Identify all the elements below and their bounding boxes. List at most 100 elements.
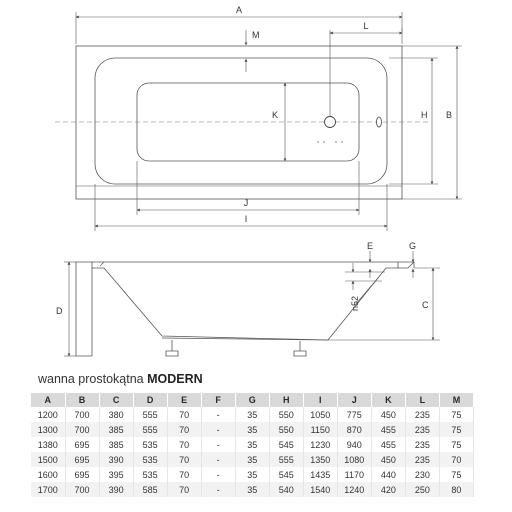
- table-cell: 70: [167, 482, 202, 497]
- table-cell: 235: [405, 407, 440, 422]
- table-cell: 585: [133, 482, 168, 497]
- table-cell: 870: [337, 422, 372, 437]
- table-cell: -: [201, 452, 236, 467]
- table-cell: 75: [439, 422, 475, 437]
- table-cell: 540: [269, 482, 304, 497]
- table-cell: 550: [269, 422, 304, 437]
- table-cell: 1150: [303, 422, 338, 437]
- dim-label-k: K: [272, 110, 278, 120]
- top-view: A L M K H B J I: [55, 5, 462, 231]
- dim-label-i: I: [245, 214, 248, 224]
- table-cell: 70: [167, 407, 202, 422]
- dim-label-b: B: [446, 110, 452, 120]
- tub-inner-basin: [94, 57, 388, 185]
- table-cell: 1050: [303, 407, 338, 422]
- table-cell: 380: [99, 407, 134, 422]
- table-cell: 455: [371, 437, 406, 452]
- overflow-hole: [376, 116, 382, 128]
- table-cell: 555: [133, 422, 168, 437]
- table-cell: 385: [99, 437, 134, 452]
- table-cell: 555: [133, 407, 168, 422]
- table-cell: 70: [167, 467, 202, 482]
- table-cell: 235: [405, 437, 440, 452]
- table-cell: 420: [371, 482, 406, 497]
- caption-model-name: MODERN: [147, 372, 203, 386]
- table-cell: 395: [99, 467, 134, 482]
- table-cell: 80: [439, 482, 475, 497]
- table-cell: 775: [337, 407, 372, 422]
- table-cell: 1700: [31, 482, 66, 497]
- table-cell: -: [201, 422, 236, 437]
- table-cell: 385: [99, 422, 134, 437]
- table-cell: 230: [405, 467, 440, 482]
- table-cell: 35: [235, 422, 270, 437]
- table-cell: 545: [269, 467, 304, 482]
- table-cell: 1600: [31, 467, 66, 482]
- table-cell: 35: [235, 437, 270, 452]
- table-cell: -: [201, 482, 236, 497]
- table-cell: 695: [65, 452, 100, 467]
- table-cell: 35: [235, 467, 270, 482]
- table-cell: 535: [133, 452, 168, 467]
- table-cell: 455: [371, 422, 406, 437]
- table-cell: 450: [371, 452, 406, 467]
- table-cell: 440: [371, 467, 406, 482]
- dim-label-l: L: [363, 21, 368, 31]
- table-cell: 235: [405, 452, 440, 467]
- column-header: M: [439, 393, 475, 407]
- column-header: A: [31, 393, 66, 407]
- column-header: H: [269, 393, 304, 407]
- table-cell: 75: [439, 437, 475, 452]
- drain-hole: [324, 116, 336, 128]
- caption-prefix: wanna prostokątna: [38, 372, 144, 386]
- table-cell: -: [201, 437, 236, 452]
- dim-label-e: E: [367, 241, 373, 251]
- column-header: E: [167, 393, 202, 407]
- table-cell: 1500: [31, 452, 66, 467]
- table-cell: 695: [65, 437, 100, 452]
- table-cell: 35: [235, 482, 270, 497]
- table-cell: 535: [133, 467, 168, 482]
- column-header: I: [303, 393, 338, 407]
- table-cell: 390: [99, 452, 134, 467]
- dim-label-d: D: [56, 306, 63, 316]
- column-header: J: [337, 393, 372, 407]
- table-cell: 545: [269, 437, 304, 452]
- column-header: D: [133, 393, 168, 407]
- table-cell: 535: [133, 437, 168, 452]
- table-cell: 70: [167, 452, 202, 467]
- side-view: D E G C n52: [56, 241, 440, 357]
- table-cell: 70: [439, 452, 475, 467]
- table-caption: wanna prostokątna MODERN: [38, 372, 203, 386]
- table-cell: 700: [65, 407, 100, 422]
- table-cell: 555: [269, 452, 304, 467]
- table-cell: 1435: [303, 467, 338, 482]
- table-cell: 70: [167, 437, 202, 452]
- tub-outer-rim: [75, 45, 403, 200]
- table-cell: 1200: [31, 407, 66, 422]
- table-cell: 550: [269, 407, 304, 422]
- table-header-row: A B C D E F G H I J K L M: [31, 393, 475, 407]
- column-header: G: [235, 393, 270, 407]
- table-cell: 450: [371, 407, 406, 422]
- table-cell: 695: [65, 467, 100, 482]
- table-cell: 1080: [337, 452, 372, 467]
- left-foot: [165, 340, 179, 357]
- dim-label-j: J: [244, 198, 249, 208]
- column-header: B: [65, 393, 100, 407]
- dim-label-g: G: [409, 241, 416, 251]
- table-cell: 250: [405, 482, 440, 497]
- right-foot: [293, 341, 307, 357]
- table-cell: 1350: [303, 452, 338, 467]
- table-cell: 700: [65, 422, 100, 437]
- table-cell: 75: [439, 407, 475, 422]
- table-cell: 70: [167, 422, 202, 437]
- table-cell: 390: [99, 482, 134, 497]
- table-cell: 1300: [31, 422, 66, 437]
